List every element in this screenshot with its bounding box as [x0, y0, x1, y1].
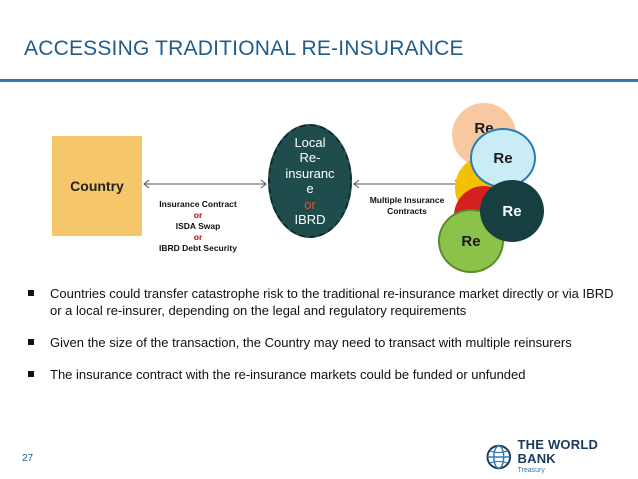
left-link-line3: IBRD Debt Security — [159, 243, 237, 253]
right-link-line1: Multiple Insurance — [369, 195, 445, 205]
left-link-or1: or — [193, 210, 203, 220]
bullet-marker — [28, 371, 34, 377]
bullet-list: Countries could transfer catastrophe ris… — [24, 285, 624, 398]
bullet-item: Given the size of the transaction, the C… — [24, 334, 624, 351]
logo-subtitle: Treasury — [517, 467, 545, 474]
bullet-item: Countries could transfer catastrophe ris… — [24, 285, 624, 319]
local-line3: insuranc — [285, 165, 335, 181]
world-bank-logo: THE WORLD BANK Treasury — [486, 438, 638, 475]
local-line1: Local — [294, 134, 326, 150]
right-link-line2: Contracts — [387, 206, 427, 216]
country-box: Country — [52, 136, 142, 236]
logo-name: THE WORLD BANK — [517, 437, 599, 466]
local-or: or — [304, 196, 316, 212]
left-link-label: Insurance Contract or ISDA Swap or IBRD … — [146, 199, 250, 254]
left-link-line2: ISDA Swap — [175, 221, 221, 231]
globe-icon — [486, 444, 512, 469]
left-link-or2: or — [193, 232, 203, 242]
left-link-line1: Insurance Contract — [159, 199, 237, 209]
page-number: 27 — [22, 453, 34, 464]
bullet-marker — [28, 339, 34, 345]
country-local-arrow — [143, 179, 267, 189]
right-link-label: Multiple Insurance Contracts — [360, 195, 454, 217]
country-label: Country — [70, 178, 124, 194]
reinsurer-circle-lightblue: Re — [470, 128, 536, 188]
slide-title: ACCESSING TRADITIONAL RE-INSURANCE — [24, 37, 464, 60]
bullet-marker — [28, 290, 34, 296]
reinsurer-circle-darkteal: Re — [480, 180, 544, 242]
local-line2: Re- — [299, 150, 321, 165]
local-line4: e — [306, 181, 314, 196]
local-reinsurer-node: Local Re- insuranc e or IBRD — [268, 124, 352, 238]
bullet-item: The insurance contract with the re-insur… — [24, 366, 624, 383]
local-line5: IBRD — [294, 212, 326, 227]
title-divider — [0, 79, 638, 82]
local-reinsurers-arrow — [353, 179, 461, 189]
